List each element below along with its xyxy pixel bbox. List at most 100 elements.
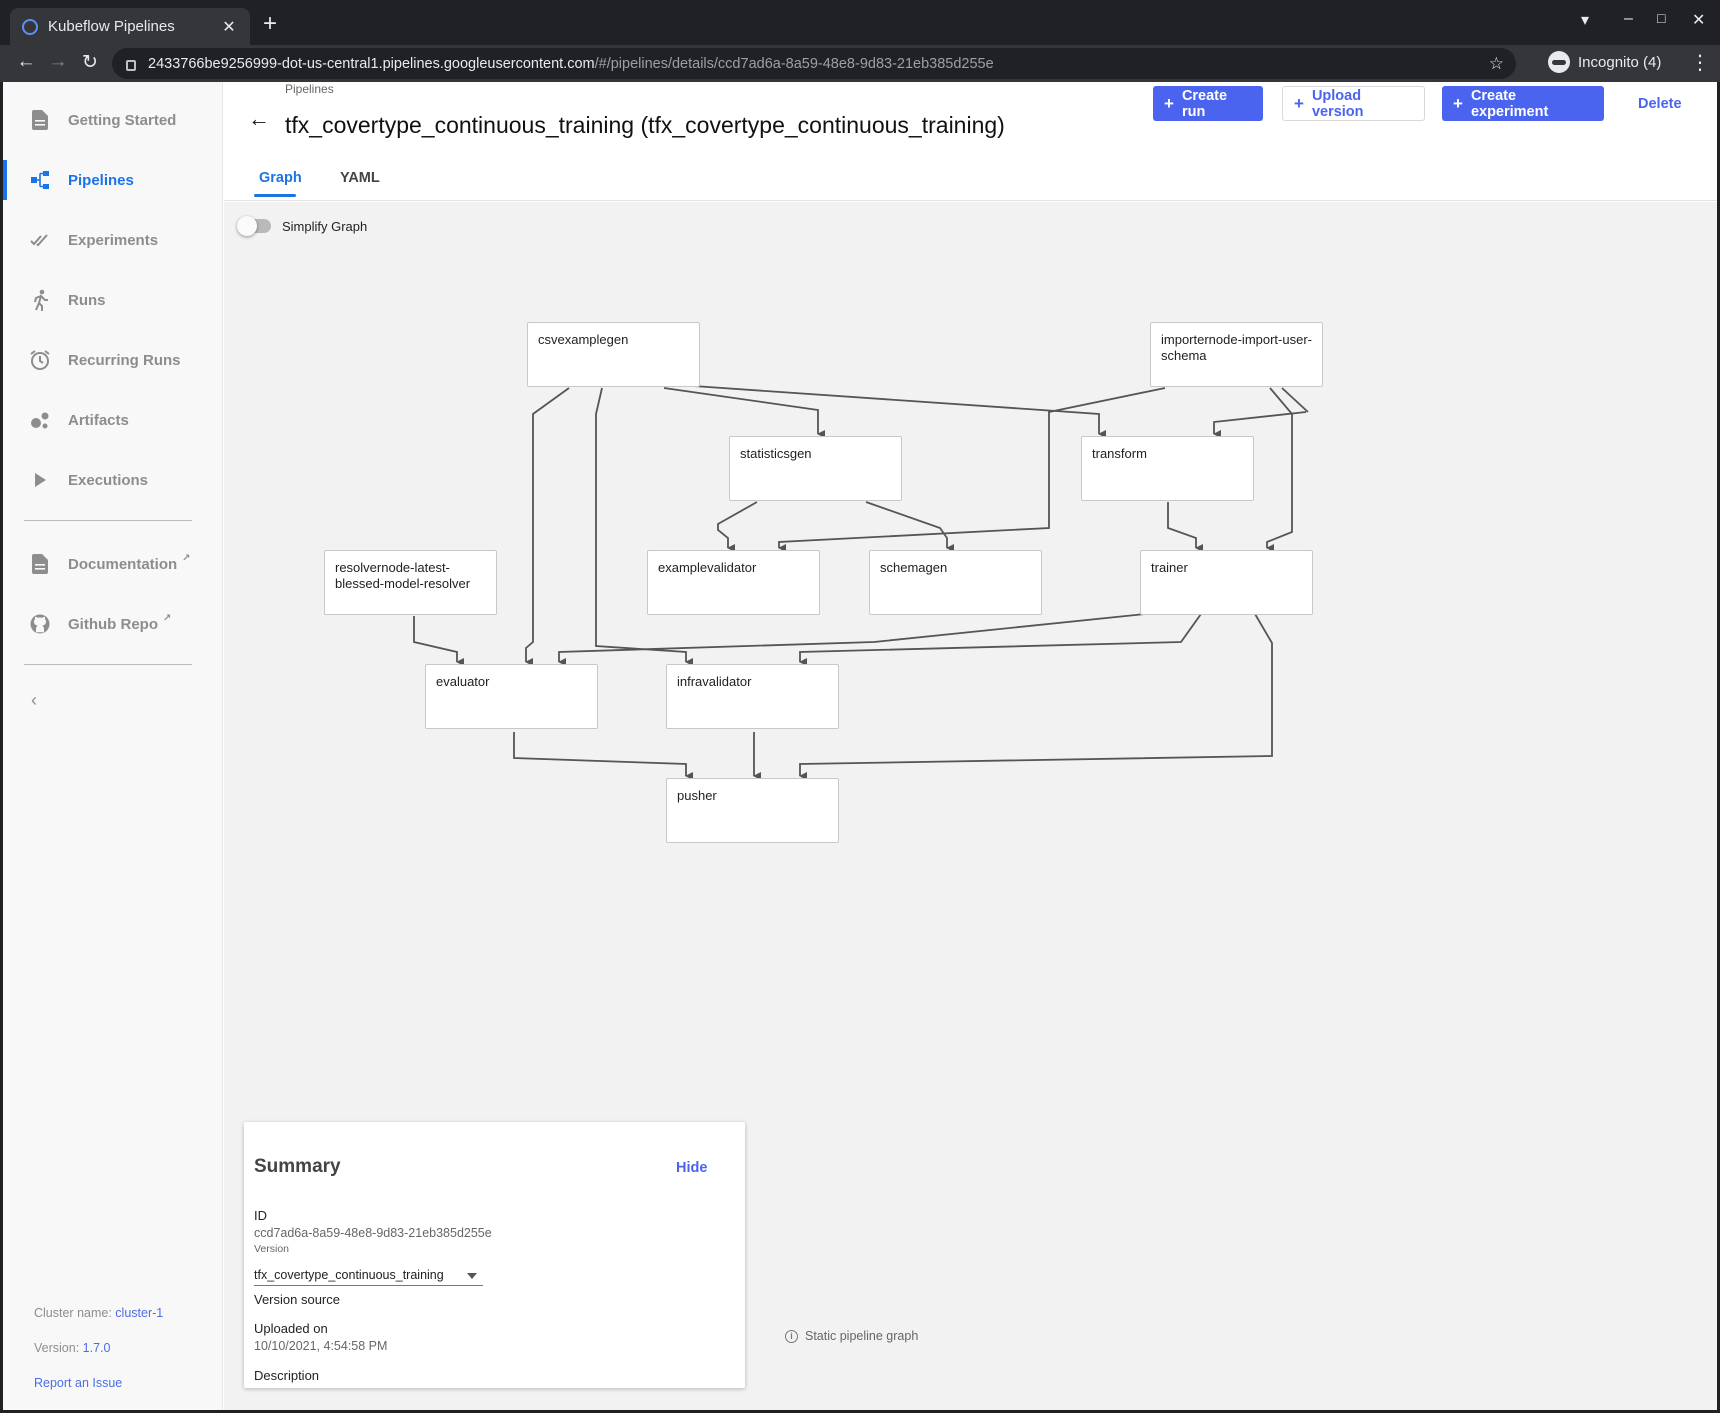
page-title: tfx_covertype_continuous_training (tfx_c… <box>285 112 1005 138</box>
simplify-graph-toggle[interactable] <box>237 216 271 236</box>
browser-tab[interactable]: Kubeflow Pipelines ✕ <box>10 8 250 45</box>
edge-importer-transform-branch <box>1281 387 1309 413</box>
sidebar-item-label: Runs <box>68 291 106 309</box>
back-arrow-icon[interactable]: ← <box>248 106 270 131</box>
sidebar-item-experiments[interactable]: Experiments <box>3 220 223 260</box>
sidebar-item-recurring-runs[interactable]: Recurring Runs <box>3 340 223 380</box>
sidebar-item-runs[interactable]: Runs <box>3 280 223 320</box>
version-label: Version: <box>34 1341 80 1355</box>
close-window-icon[interactable]: ✕ <box>1692 12 1706 29</box>
sidebar-item-label: Pipelines <box>68 171 134 189</box>
browser-menu-icon[interactable]: ⋮ <box>1690 52 1710 74</box>
lock-icon <box>126 60 136 71</box>
tab-search-icon[interactable]: ▾ <box>1581 12 1590 29</box>
page-header: Pipelines ← tfx_covertype_continuous_tra… <box>224 82 1717 142</box>
bookmark-star-icon[interactable]: ☆ <box>1488 53 1504 73</box>
document-icon <box>28 108 52 132</box>
edge-trainer-evaluator <box>558 613 1146 666</box>
collapse-sidebar-icon[interactable]: ‹ <box>31 690 37 710</box>
summary-uploaded-label: Uploaded on <box>254 1321 328 1336</box>
cluster-name-label: Cluster name: <box>34 1306 112 1320</box>
node-evaluator[interactable]: evaluator <box>425 664 598 729</box>
edge-statisticsgen-examplevalidator <box>717 501 758 552</box>
edge-resolver-evaluator <box>413 616 464 666</box>
sidebar-item-documentation[interactable]: Documentation ↗ <box>3 544 223 584</box>
create-experiment-button[interactable]: + Create experiment <box>1442 86 1604 121</box>
back-nav-icon[interactable]: ← <box>16 51 36 72</box>
edge-csvexamplegen-infravalidator <box>595 387 693 666</box>
cluster-name-link[interactable]: cluster-1 <box>115 1306 164 1320</box>
node-transform[interactable]: transform <box>1081 436 1254 501</box>
kubeflow-favicon-icon <box>22 18 38 35</box>
sidebar-item-label: Recurring Runs <box>68 351 181 369</box>
address-bar[interactable]: 2433766be9256999-dot-us-central1.pipelin… <box>112 48 1516 79</box>
node-infravalidator[interactable]: infravalidator <box>666 664 839 729</box>
sidebar-divider <box>24 664 192 665</box>
bubbles-icon <box>28 408 52 432</box>
sidebar-item-executions[interactable]: Executions <box>3 460 223 500</box>
summary-version-source-label: Version source <box>254 1292 340 1307</box>
static-graph-note-text: Static pipeline graph <box>805 1329 919 1343</box>
summary-description-label: Description <box>254 1368 320 1383</box>
incognito-label: Incognito (4) <box>1578 53 1662 71</box>
close-tab-icon[interactable]: ✕ <box>222 18 236 36</box>
main-content: Pipelines ← tfx_covertype_continuous_tra… <box>224 82 1717 1410</box>
alarm-icon <box>28 348 52 372</box>
node-csvexamplegen[interactable]: csvexamplegen <box>527 322 700 387</box>
checkmarks-icon <box>28 228 52 252</box>
version-select-value: tfx_covertype_continuous_training <box>254 1268 444 1282</box>
delete-button[interactable]: Delete <box>1638 95 1682 112</box>
tab-yaml[interactable]: YAML <box>340 170 380 186</box>
upload-version-button[interactable]: + Upload version <box>1282 86 1425 121</box>
tab-bar: Graph YAML <box>224 142 1717 201</box>
static-graph-note: i Static pipeline graph <box>785 1329 918 1343</box>
sidebar-item-label: Documentation <box>68 555 178 573</box>
incognito-profile[interactable]: Incognito (4) <box>1548 51 1661 73</box>
browser-toolbar: ← → ↻ 2433766be9256999-dot-us-central1.p… <box>0 45 1720 82</box>
node-examplevalidator[interactable]: examplevalidator <box>647 550 820 615</box>
summary-id-value: ccd7ad6a-8a59-48e8-9d83-21eb385d255e <box>254 1226 492 1240</box>
node-schemagen[interactable]: schemagen <box>869 550 1042 615</box>
maximize-icon[interactable]: □ <box>1657 10 1666 26</box>
report-issue-link[interactable]: Report an Issue <box>34 1376 123 1390</box>
node-resolvernode-latest-blessed-model-resolver[interactable]: resolvernode-latest-blessed-model-resolv… <box>324 550 497 615</box>
url-host: 2433766be9256999-dot-us-central1.pipelin… <box>148 55 595 72</box>
cluster-name: Cluster name: cluster-1 <box>34 1306 163 1320</box>
edge-importer-trainer <box>1266 387 1293 552</box>
breadcrumb[interactable]: Pipelines <box>285 82 334 96</box>
node-importernode-import-user-schema[interactable]: importernode-import-user-schema <box>1150 322 1323 387</box>
external-link-icon: ↗ <box>182 552 191 564</box>
plus-icon: + <box>1294 93 1304 113</box>
sidebar-item-artifacts[interactable]: Artifacts <box>3 400 223 440</box>
node-statisticsgen[interactable]: statisticsgen <box>729 436 902 501</box>
external-link-icon: ↗ <box>163 612 172 624</box>
hide-summary-button[interactable]: Hide <box>676 1160 708 1176</box>
node-pusher[interactable]: pusher <box>666 778 839 843</box>
new-tab-icon[interactable]: + <box>263 10 278 37</box>
reload-icon[interactable]: ↻ <box>82 52 98 73</box>
minimize-icon[interactable]: – <box>1624 10 1633 27</box>
sidebar-item-pipelines[interactable]: Pipelines <box>3 160 223 200</box>
create-run-button[interactable]: + Create run <box>1153 86 1263 121</box>
version-link[interactable]: 1.7.0 <box>82 1341 111 1355</box>
forward-nav-icon[interactable]: → <box>48 51 68 72</box>
sidebar-item-label: Github Repo <box>68 615 158 633</box>
plus-icon: + <box>1164 93 1174 113</box>
tab-graph[interactable]: Graph <box>259 170 302 186</box>
url-path: /#/pipelines/details/ccd7ad6a-8a59-48e8-… <box>594 55 994 72</box>
edge-transform-trainer <box>1167 502 1203 552</box>
plus-icon: + <box>1453 93 1463 113</box>
edge-trainer-pusher <box>799 613 1273 780</box>
summary-title: Summary <box>254 1156 341 1177</box>
sidebar-item-label: Experiments <box>68 231 159 249</box>
edge-trainer-infravalidator <box>799 613 1202 666</box>
github-icon <box>28 612 52 636</box>
summary-panel: Summary Hide ID ccd7ad6a-8a59-48e8-9d83-… <box>244 1122 745 1388</box>
info-icon: i <box>785 1329 798 1343</box>
sidebar-item-github-repo[interactable]: Github Repo ↗ <box>3 604 223 644</box>
version-info: Version: 1.7.0 <box>34 1341 110 1355</box>
version-select[interactable]: tfx_covertype_continuous_training <box>254 1268 483 1286</box>
edge-statisticsgen-schemagen <box>865 501 954 552</box>
sidebar-item-getting-started[interactable]: Getting Started <box>3 100 223 140</box>
node-trainer[interactable]: trainer <box>1140 550 1313 615</box>
